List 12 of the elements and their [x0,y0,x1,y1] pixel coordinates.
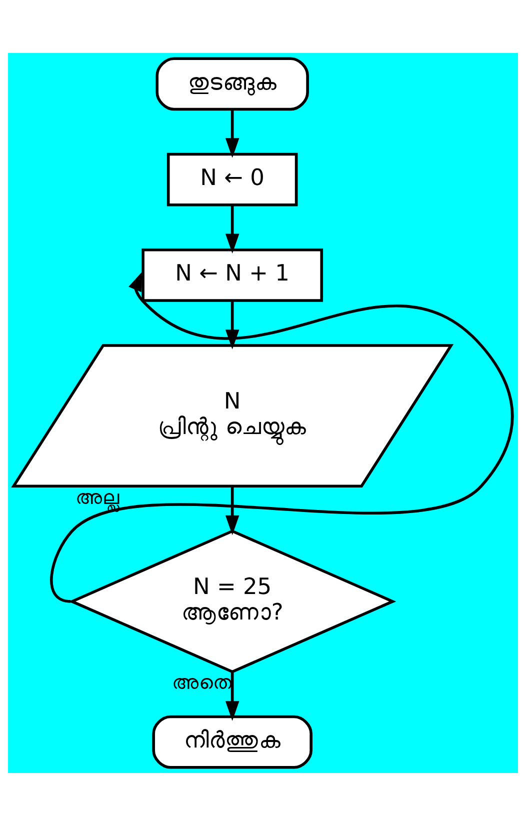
node-box: തുടങ്ങുക [156,57,309,111]
arrow [225,205,240,254]
edge-label: അതെ [172,670,232,694]
node-box: നിർത്തുക [152,715,312,769]
arrow [225,300,240,350]
arrow [225,486,240,536]
arrow [225,110,240,158]
node-diamond: N = 25 ആണോ? [68,530,396,674]
arrow [225,672,240,721]
arrow [50,271,514,603]
node-box: N ← 0 [166,152,298,206]
node-box: N ← N + 1 [142,248,324,302]
